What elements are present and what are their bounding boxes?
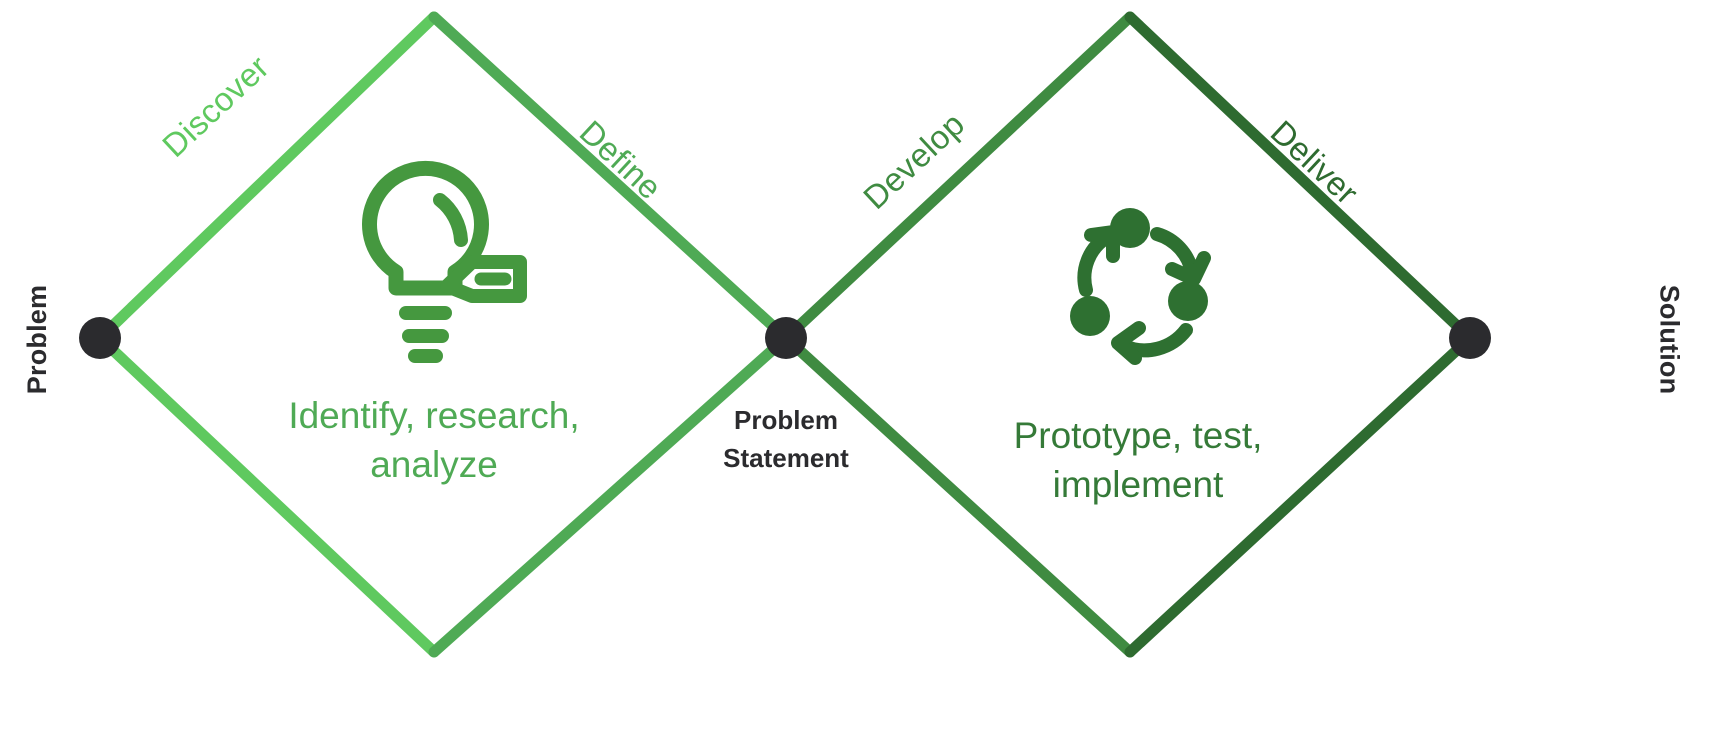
edge-discover-lower [94,332,440,658]
cycle-arrows-icon [1070,208,1211,365]
edge-develop-lower [780,332,1136,658]
diamond-caption-solution-space: Prototype, test, implement [1013,415,1263,505]
node-label-problem-statement: Problem Statement [723,405,849,473]
edge-deliver [1124,11,1476,344]
node-problem-statement [765,317,807,359]
diamond-caption-problem-space: Identify, research, analyze [288,395,580,485]
node-problem [79,317,121,359]
edge-define [428,11,792,344]
edge-define-lower [428,332,792,658]
edge-deliver-lower [1124,332,1476,658]
node-solution [1449,317,1491,359]
edge-discover [94,11,440,344]
lightbulb-idea-icon [362,160,527,363]
edge-develop [780,11,1136,344]
endpoint-label-solution: Solution [1654,284,1685,395]
endpoint-label-problem: Problem [22,284,53,395]
